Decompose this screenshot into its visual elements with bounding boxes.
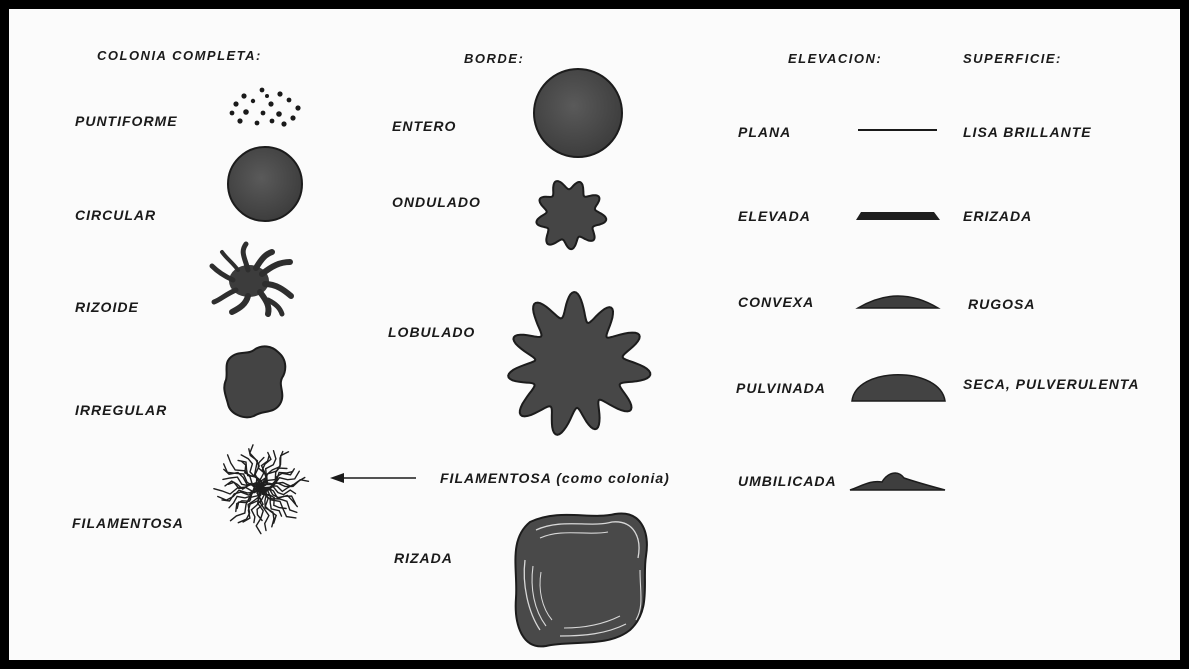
puntiforme-dots	[230, 88, 301, 127]
irregular-colony	[224, 346, 285, 417]
arrow-filamentosa	[330, 473, 416, 483]
ondulado-colony	[536, 181, 606, 249]
rizada-colony	[515, 513, 646, 646]
convexa-profile	[858, 296, 938, 308]
lobulado-colony	[508, 292, 650, 435]
entero-colony	[534, 69, 622, 157]
circular-colony	[228, 147, 302, 221]
filamentosa-colony	[214, 445, 309, 534]
umbilicada-profile	[850, 473, 945, 490]
rizoide-colony	[212, 244, 291, 314]
pulvinada-profile	[852, 375, 945, 401]
elevada-profile	[856, 212, 940, 220]
